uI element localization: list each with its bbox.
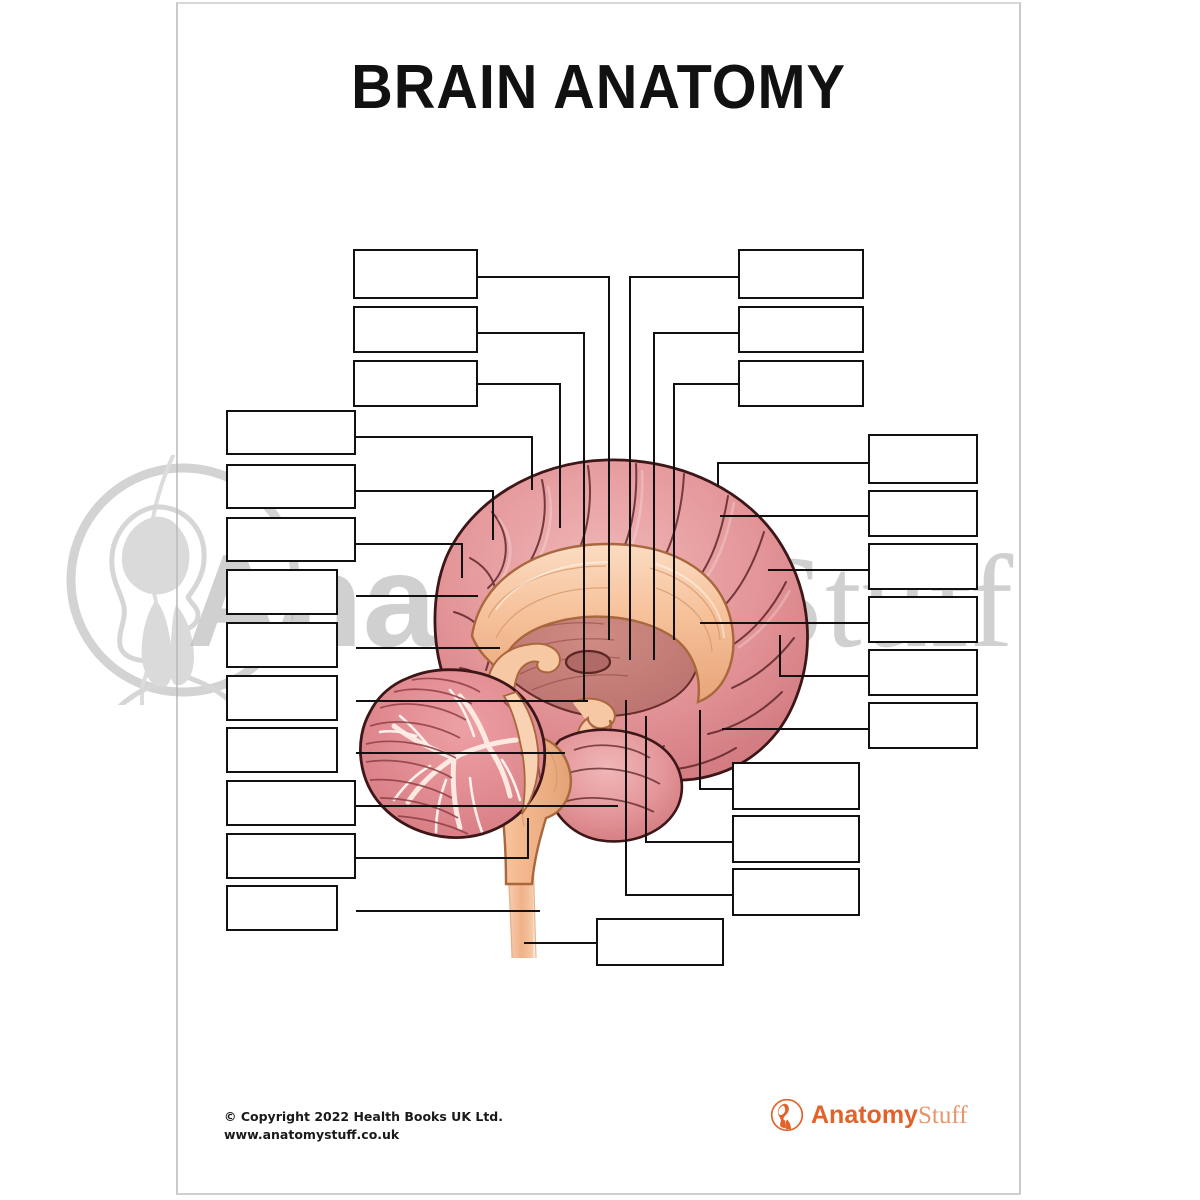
label-box[interactable] — [738, 306, 864, 353]
label-box[interactable] — [732, 815, 860, 863]
copyright-line-2: www.anatomystuff.co.uk — [224, 1127, 400, 1143]
label-box[interactable] — [732, 868, 860, 916]
label-box[interactable] — [353, 306, 478, 353]
label-box[interactable] — [868, 649, 978, 696]
page-sheet-bottom-edge — [176, 1193, 1021, 1195]
label-box[interactable] — [226, 464, 356, 509]
label-box[interactable] — [868, 596, 978, 643]
label-box[interactable] — [868, 434, 978, 484]
anatomystuff-logo-text: AnatomyStuff — [811, 1100, 968, 1129]
label-box[interactable] — [732, 762, 860, 810]
anatomystuff-head-logo-icon — [770, 1098, 804, 1132]
copyright-line-1: © Copyright 2022 Health Books UK Ltd. — [224, 1109, 503, 1124]
copyright-notice: © Copyright 2022 Health Books UK Ltd. ww… — [224, 1108, 503, 1144]
label-box[interactable] — [868, 702, 978, 749]
label-box[interactable] — [226, 675, 338, 721]
label-box[interactable] — [353, 249, 478, 299]
label-box[interactable] — [868, 490, 978, 537]
label-box[interactable] — [738, 249, 864, 299]
label-box[interactable] — [226, 517, 356, 562]
label-box[interactable] — [868, 543, 978, 590]
logo-text-bold: Anatomy — [811, 1100, 918, 1129]
label-box[interactable] — [226, 727, 338, 773]
midsagittal-brain-illustration — [359, 458, 809, 959]
label-box[interactable] — [226, 833, 356, 879]
page-title: BRAIN ANATOMY — [351, 53, 846, 122]
anatomystuff-logo[interactable]: AnatomyStuff — [770, 1098, 968, 1132]
logo-text-light: Stuff — [917, 1101, 968, 1129]
label-box[interactable] — [226, 569, 338, 615]
label-box[interactable] — [226, 622, 338, 668]
label-box[interactable] — [353, 360, 478, 407]
label-box[interactable] — [226, 885, 338, 931]
label-box[interactable] — [738, 360, 864, 407]
label-box[interactable] — [226, 410, 356, 455]
label-box[interactable] — [596, 918, 724, 966]
label-box[interactable] — [226, 780, 356, 826]
